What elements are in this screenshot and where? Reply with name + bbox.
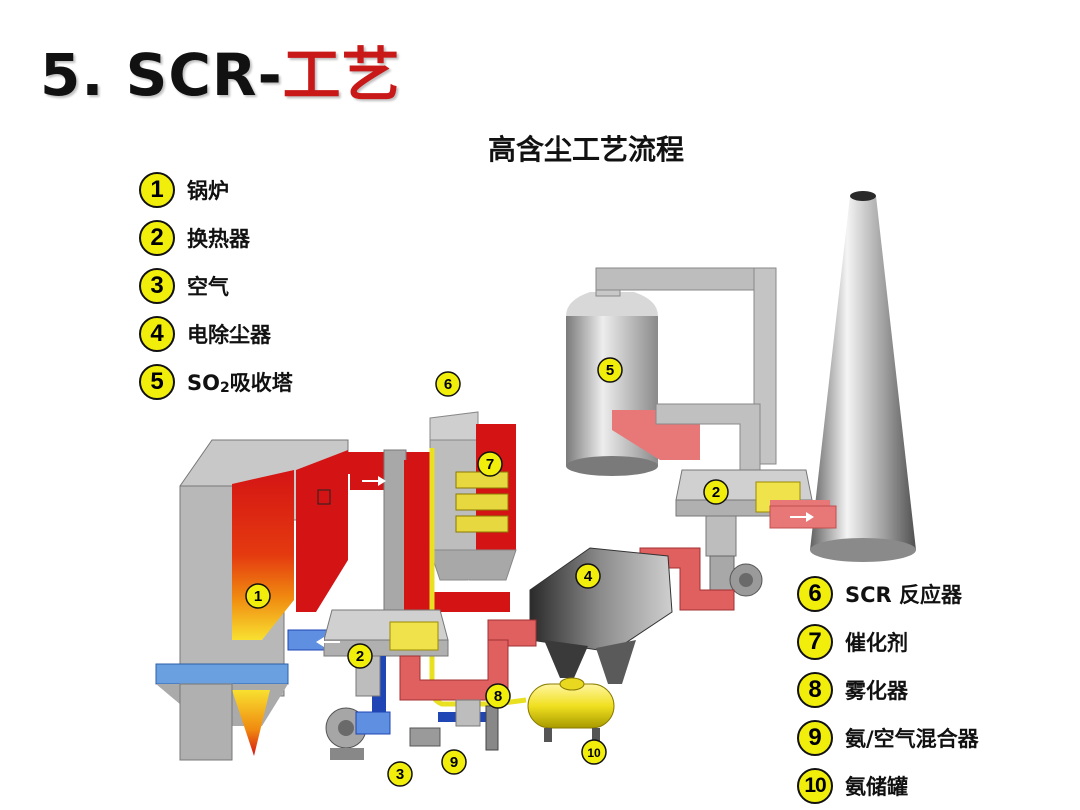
legend-label: 氨/空气混合器 <box>845 727 979 751</box>
svg-text:2: 2 <box>356 648 364 665</box>
legend-item: 9 氨/空气混合器 <box>797 720 979 756</box>
legend-item: 4 电除尘器 <box>139 316 271 352</box>
diagram-marker: 5 <box>597 357 623 383</box>
slide-title-highlight: 工艺 <box>282 41 401 109</box>
svg-text:10: 10 <box>587 746 601 760</box>
diagram-marker: 6 <box>435 371 461 397</box>
svg-text:8: 8 <box>494 688 502 705</box>
svg-text:7: 7 <box>486 456 494 473</box>
diagram-marker: 9 <box>441 749 467 775</box>
electrostatic-precipitator <box>487 547 673 684</box>
svg-text:2: 2 <box>712 484 720 501</box>
diagram-marker: 2 <box>347 643 373 669</box>
legend-item: 3 空气 <box>139 268 229 304</box>
legend-item: 7 催化剂 <box>797 624 908 660</box>
diagram-marker: 8 <box>485 683 511 709</box>
legend-number-badge: 3 <box>139 268 175 304</box>
diagram-marker: 7 <box>477 451 503 477</box>
legend-number-badge: 4 <box>139 316 175 352</box>
slide-title-prefix: 5. SCR- <box>40 41 283 109</box>
diagram-markers: 1 2 2 3 4 5 6 7 8 9 10 <box>245 357 729 787</box>
forced-draft-fan <box>325 707 391 760</box>
diagram-title: 高含尘工艺流程 <box>487 133 684 166</box>
flow-arrows <box>316 434 814 647</box>
legend-item: 2 换热器 <box>139 220 250 256</box>
legend-number-badge: 2 <box>139 220 175 256</box>
legend-label: 电除尘器 <box>187 323 271 347</box>
svg-text:5: 5 <box>606 362 614 379</box>
legend-label: 催化剂 <box>845 631 908 655</box>
legend-item: 6 SCR 反应器 <box>797 576 962 612</box>
legend-number-badge: 1 <box>139 172 175 208</box>
legend-number-badge: 8 <box>797 672 833 708</box>
legend-label: 氨储罐 <box>845 775 908 799</box>
svg-text:4: 4 <box>584 568 593 585</box>
diagram-marker: 3 <box>387 761 413 787</box>
atomizer <box>485 705 499 751</box>
slide-title: 5. SCR-工艺 <box>40 46 401 104</box>
legend-label: 锅炉 <box>187 179 229 203</box>
diagram-marker: 10 <box>581 739 607 765</box>
legend-item: 1 锅炉 <box>139 172 229 208</box>
legend-label: 雾化器 <box>845 679 908 703</box>
legend-number-badge: 5 <box>139 364 175 400</box>
legend-item: 10 氨储罐 <box>797 768 908 804</box>
legend-number-badge: 10 <box>797 768 833 804</box>
diagram-marker: 1 <box>245 583 271 609</box>
heat-exchanger-lower <box>323 609 449 720</box>
legend-item: 8 雾化器 <box>797 672 908 708</box>
legend-label: SCR 反应器 <box>845 583 963 607</box>
svg-text:3: 3 <box>396 766 404 783</box>
diagram-marker: 4 <box>575 563 601 589</box>
flue-duct-lower <box>399 639 509 701</box>
legend-label: 换热器 <box>187 227 250 251</box>
legend-label: SO2吸收塔 <box>187 371 293 396</box>
svg-text:9: 9 <box>450 754 458 771</box>
svg-text:1: 1 <box>254 588 262 605</box>
legend-number-badge: 6 <box>797 576 833 612</box>
legend-label: 空气 <box>187 275 229 299</box>
ammonia-air-mixer <box>409 699 486 747</box>
ammonia-storage-tank <box>527 677 615 742</box>
catalyst-layers <box>455 471 509 533</box>
diagram-marker: 2 <box>703 479 729 505</box>
svg-text:6: 6 <box>444 376 452 393</box>
legend-number-badge: 7 <box>797 624 833 660</box>
legend-number-badge: 9 <box>797 720 833 756</box>
legend-item: 5 SO2吸收塔 <box>139 364 293 400</box>
chimney <box>810 191 916 562</box>
